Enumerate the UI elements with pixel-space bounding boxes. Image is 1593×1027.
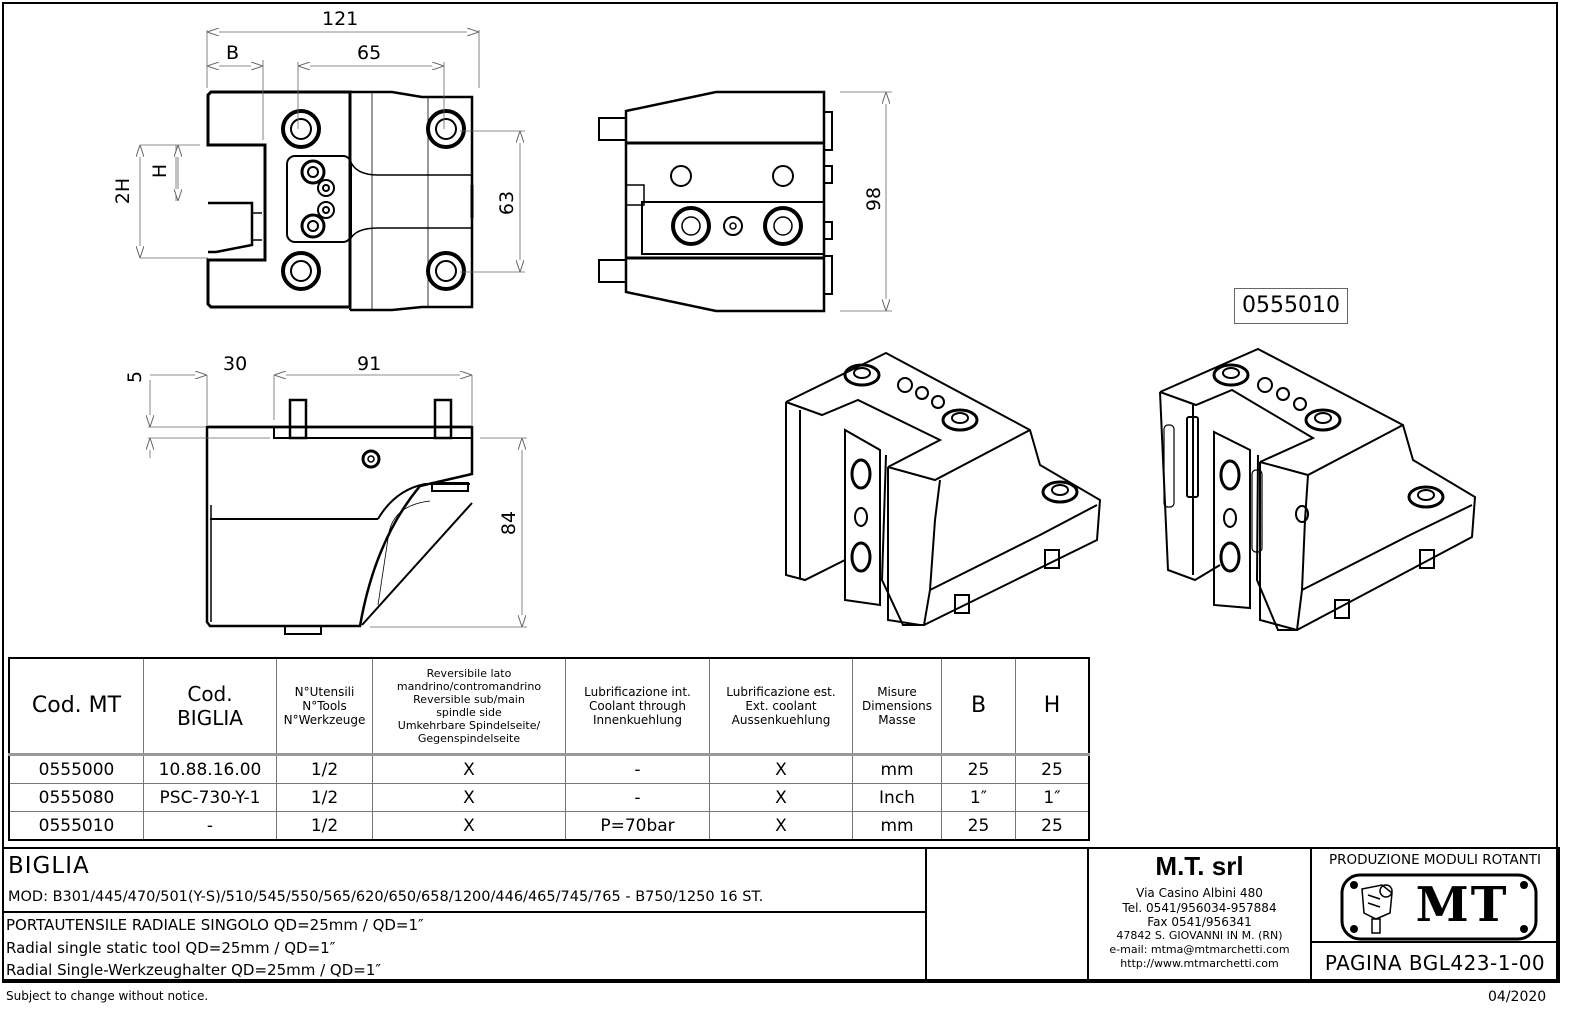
logo-text: MT [1415, 877, 1509, 933]
header-cod-mt: Cod. MT [8, 657, 144, 756]
dim-height: 84 [498, 510, 521, 536]
header-b: B [941, 657, 1016, 756]
models-list: MOD: B301/445/470/501(Y-S)/510/545/550/5… [8, 889, 764, 905]
company-tel: Tel. 0541/956034-957884 [1122, 901, 1277, 915]
cell-reversible: X [372, 811, 566, 841]
description-de: Radial Single-Werkzeughalter QD=25mm / Q… [6, 961, 381, 979]
cell-cod-biglia: - [143, 811, 277, 841]
header-tools: N°Utensili N°Tools N°Werkzeuge [276, 657, 373, 756]
brand-name: BIGLIA [8, 853, 90, 879]
dim-slot-width: B [226, 42, 240, 64]
rear-view [598, 90, 892, 313]
header-cod-biglia: Cod. BIGLIA [143, 657, 277, 756]
cell-reversible: X [372, 783, 566, 812]
cell-coolant-ext: X [709, 754, 853, 784]
isometric-view-0555000 [785, 351, 1102, 626]
dim-front-length: 30 [223, 353, 248, 375]
cell-cod-mt: 0555080 [8, 783, 144, 812]
company-address: Via Casino Albini 480 [1136, 886, 1263, 900]
cell-coolant-int: - [565, 783, 710, 812]
company-fax: Fax 0541/956341 [1147, 915, 1252, 929]
company-email: e-mail: mtma@mtmarchetti.com [1109, 943, 1290, 956]
company-city: 47842 S. GIOVANNI IN M. (RN) [1116, 929, 1283, 942]
header-reversible: Reversibile lato mandrino/contromandrino… [372, 657, 566, 756]
cell-coolant-ext: X [709, 811, 853, 841]
table-row: 0555000 10.88.16.00 1/2 X - X mm 25 25 [8, 754, 1090, 784]
description-en: Radial single static tool QD=25mm / QD=1… [6, 939, 336, 957]
title-block-empty [925, 847, 1089, 983]
table-header-row: Cod. MT Cod. BIGLIA N°Utensili N°Tools N… [8, 657, 1090, 756]
footer-date: 04/2020 [1488, 989, 1547, 1005]
dim-overall-width: 121 [322, 8, 359, 30]
header-coolant-int: Lubrificazione int. Coolant through Inne… [565, 657, 710, 756]
cell-b: 25 [941, 811, 1016, 841]
header-h: H [1015, 657, 1090, 756]
production-block: PRODUZIONE MODULI ROTANTI MT [1310, 847, 1560, 943]
header-dimensions: Misure Dimensions Masse [852, 657, 942, 756]
dim-slot-height: H [149, 163, 172, 179]
page-number: PAGINA BGL423-1-00 [1324, 951, 1546, 975]
dim-offset: 5 [124, 370, 147, 384]
dim-bolt-spacing-v: 63 [496, 190, 519, 216]
cell-h: 1″ [1015, 783, 1090, 812]
side-view [148, 375, 527, 635]
iso-part-label: 0555010 [1234, 288, 1348, 324]
table-row: 0555010 - 1/2 X P=70bar X mm 25 25 [8, 811, 1090, 841]
title-block-brand: BIGLIA MOD: B301/445/470/501(Y-S)/510/54… [2, 847, 927, 913]
table-row: 0555080 PSC-730-Y-1 1/2 X - X Inch 1″ 1″ [8, 783, 1090, 812]
company-web: http://www.mtmarchetti.com [1120, 957, 1279, 970]
cell-h: 25 [1015, 754, 1090, 784]
cell-b: 1″ [941, 783, 1016, 812]
title-block-description: PORTAUTENSILE RADIALE SINGOLO QD=25mm / … [2, 911, 927, 983]
cell-cod-biglia: 10.88.16.00 [143, 754, 277, 784]
rotary-module-icon [1361, 884, 1393, 934]
cell-b: 25 [941, 754, 1016, 784]
company-block: M.T. srl Via Casino Albini 480 Tel. 0541… [1087, 847, 1312, 983]
cell-tools: 1/2 [276, 811, 373, 841]
cell-cod-biglia: PSC-730-Y-1 [143, 783, 277, 812]
isometric-view-0555010 [1159, 347, 1477, 631]
mt-logo-icon [1340, 873, 1538, 941]
dim-rear-length: 91 [357, 353, 382, 375]
cell-dimensions: Inch [852, 783, 942, 812]
cell-cod-mt: 0555010 [8, 811, 144, 841]
dim-bolt-spacing-h: 65 [357, 42, 382, 64]
spec-table: Cod. MT Cod. BIGLIA N°Utensili N°Tools N… [8, 657, 1090, 841]
cell-tools: 1/2 [276, 754, 373, 784]
cell-coolant-int: - [565, 754, 710, 784]
production-label: PRODUZIONE MODULI ROTANTI [1328, 852, 1542, 868]
company-name: M.T. srl [1155, 851, 1244, 881]
cell-h: 25 [1015, 811, 1090, 841]
cell-tools: 1/2 [276, 783, 373, 812]
top-view [140, 30, 525, 312]
footer-notice: Subject to change without notice. [6, 989, 209, 1003]
cell-dimensions: mm [852, 811, 942, 841]
header-coolant-ext: Lubrificazione est. Ext. coolant Aussenk… [709, 657, 853, 756]
dim-double-height: 2H [112, 177, 135, 205]
cell-reversible: X [372, 754, 566, 784]
page-block: PAGINA BGL423-1-00 [1310, 941, 1560, 983]
cell-cod-mt: 0555000 [8, 754, 144, 784]
description-it: PORTAUTENSILE RADIALE SINGOLO QD=25mm / … [6, 916, 424, 934]
cell-coolant-ext: X [709, 783, 853, 812]
drawing-frame [2, 2, 1558, 981]
cell-coolant-int: P=70bar [565, 811, 710, 841]
cell-dimensions: mm [852, 754, 942, 784]
dim-rear-height: 98 [863, 186, 886, 212]
